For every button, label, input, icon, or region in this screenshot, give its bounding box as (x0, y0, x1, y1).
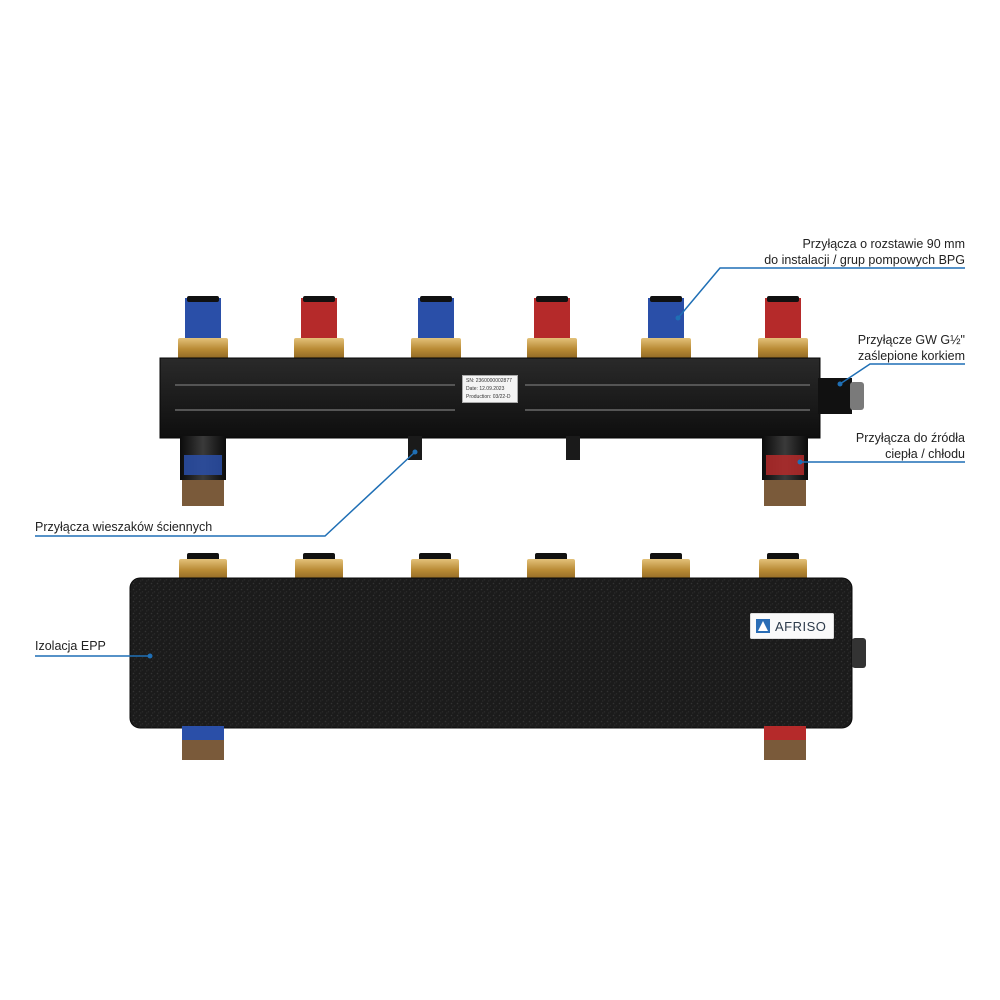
wall-hanger-stud-2 (566, 436, 580, 460)
callout-source-connections: Przyłącza do źródła ciepła / chłodu (856, 430, 965, 462)
callout-line-gw (839, 363, 965, 385)
wall-hanger-stud-1 (408, 436, 422, 460)
callout-bpg-connections: Przyłącza o rozstawie 90 mm do instalacj… (764, 236, 965, 268)
callout-text: ciepła / chłodu (885, 447, 965, 461)
top-outlet-1 (178, 296, 228, 360)
epp-insulation (129, 577, 853, 729)
callout-gw-connection: Przyłącze GW G½" zaślepione korkiem (858, 332, 965, 364)
callout-text: Przyłącza wieszaków ściennych (35, 520, 213, 534)
top-outlet-2 (294, 296, 344, 360)
callout-line-bpg (677, 267, 965, 319)
callout-line-hangers (35, 451, 416, 537)
callout-text: do instalacji / grup pompowych BPG (764, 253, 965, 267)
callout-lines (35, 267, 965, 659)
brand-name: AFRISO (775, 618, 827, 634)
ins-outlet-5 (642, 553, 690, 581)
ins-source-right (764, 726, 806, 760)
top-outlet-6 (758, 296, 808, 360)
top-outlet-5 (641, 296, 691, 360)
afriso-logo: AFRISO (750, 613, 834, 639)
side-plug (818, 378, 864, 414)
afriso-triangle-icon (756, 619, 770, 633)
product-serial-label: SN: 2360000002877 Date: 12.09.2023 Produ… (462, 375, 518, 403)
ins-outlet-6 (759, 553, 807, 581)
callout-text: Przyłącza do źródła (855, 431, 965, 445)
callout-text: Izolacja EPP (35, 639, 106, 653)
callout-wall-hangers: Przyłącza wieszaków ściennych (35, 519, 212, 535)
callout-text: Przyłącza o rozstawie 90 mm (802, 237, 965, 251)
top-outlet-4 (527, 296, 577, 360)
ins-outlet-4 (527, 553, 575, 581)
ins-source-left (182, 726, 224, 760)
ins-outlet-3 (411, 553, 459, 581)
callout-text: zaślepione korkiem (858, 349, 965, 363)
ins-outlet-2 (295, 553, 343, 581)
top-outlet-3 (411, 296, 461, 360)
manifold-insulated (129, 553, 866, 760)
source-pipe-left (180, 436, 226, 506)
source-pipe-right (762, 436, 808, 506)
callout-text: Przyłącze GW G½" (857, 333, 965, 347)
ins-outlet-1 (179, 553, 227, 581)
callout-insulation: Izolacja EPP (35, 638, 106, 654)
